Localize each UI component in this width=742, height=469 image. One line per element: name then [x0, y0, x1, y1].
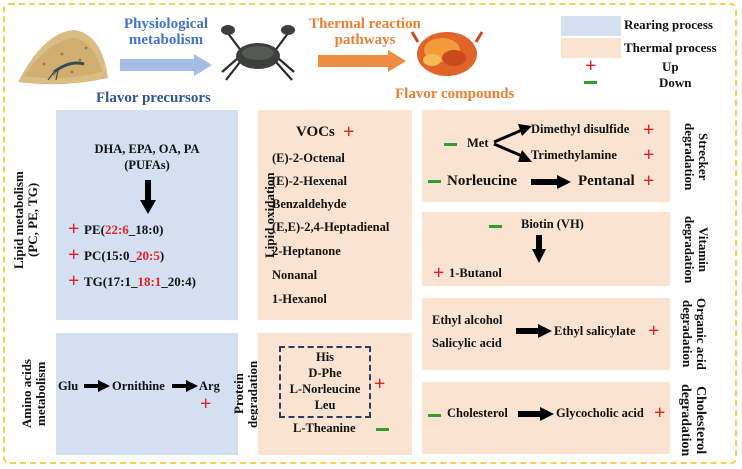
sand-shrimp-image: [14, 24, 110, 88]
voc-item: (E,E)-2,4-Heptadienal: [272, 220, 390, 234]
thermal-arrow: [318, 50, 406, 72]
legend-up-label: Up: [662, 59, 679, 74]
ethyl-salicylate-label: Ethyl salicylate: [554, 324, 636, 338]
legend-down-icon: [584, 81, 597, 84]
protein-up-icon: +: [374, 373, 386, 395]
voc-item: 1-Hexanol: [272, 292, 327, 306]
cholesterol-degradation-label: Cholesterol degradation: [678, 383, 708, 457]
dimethyl-up-icon: +: [643, 119, 655, 141]
pc-label: PC(15:0_20:5): [84, 248, 165, 263]
met-branch-arrows: [493, 124, 532, 162]
protein-item: His: [315, 350, 335, 364]
protein-item: L-Norleucine: [289, 382, 361, 396]
cholesterol-down-icon: [428, 414, 441, 417]
pentanal-label: Pentanal: [578, 173, 635, 189]
vitamin-box: [422, 212, 670, 286]
theanine-down-icon: [376, 428, 389, 431]
strecker-box: [422, 110, 670, 202]
crab-image: [218, 22, 300, 84]
glycocholic-up-icon: +: [654, 402, 666, 424]
legend-thermal-swatch: [561, 38, 621, 58]
strecker-degradation-label: Strecker degradation: [682, 123, 711, 191]
dashed-frame: [3, 3, 737, 464]
norleucine-label: Norleucine: [447, 173, 517, 189]
arg-label: Arg: [199, 379, 220, 393]
pe-up-icon: +: [68, 218, 80, 240]
amino-acids-box: [56, 333, 238, 455]
physiological-label: Physiological metabolism: [123, 16, 209, 48]
protein-item: D-Phe: [308, 366, 342, 380]
ornithine-label: Ornithine: [112, 379, 165, 393]
organic-arrow: [516, 324, 552, 338]
trimethylamine-up-icon: +: [643, 144, 655, 166]
norleucine-arrow: [531, 175, 571, 189]
salicylic-acid-label: Salicylic acid: [432, 336, 502, 350]
flavor-precursors-title: Flavor precursors: [96, 90, 211, 106]
pe-label: PE(22:6_18:0): [84, 222, 164, 237]
amino-acid-dashed-group: [279, 346, 371, 418]
cooked-crab-image: [410, 22, 484, 82]
rearing-arrow: [120, 54, 212, 76]
butanol-up-icon: +: [433, 262, 445, 284]
met-label: Met: [467, 136, 489, 150]
cholesterol-label: Cholesterol: [447, 406, 508, 420]
glycocholic-acid-label: Glycocholic acid: [556, 406, 644, 420]
legend-up-icon: +: [585, 55, 597, 77]
biotin-label: Biotin (VH): [521, 217, 584, 231]
ethyl-alcohol-label: Ethyl alcohol: [432, 313, 503, 327]
vitamin-degradation-label: Vitamin degradation: [682, 216, 711, 284]
lipid-metabolism-box: [56, 110, 238, 320]
legend-down-label: Down: [659, 75, 692, 90]
norleucine-down-icon: [428, 180, 441, 183]
pc-up-icon: +: [68, 244, 80, 266]
voc-item: Benzaldehyde: [272, 197, 347, 211]
legend-rearing-swatch: [561, 16, 621, 36]
flavor-compounds-title: Flavor compounds: [395, 86, 515, 102]
protein-item: Leu: [314, 398, 336, 412]
trimethylamine-label: Trimethylamine: [531, 148, 617, 162]
lipid-metabolism-label: Lipid metabolism (PC, PE, TG): [11, 171, 40, 269]
lipid-oxidation-box: [258, 110, 412, 320]
voc-item: (E)-2-Hexenal: [272, 174, 347, 188]
cholesterol-arrow: [518, 407, 554, 421]
pufa-line2: (PUFAs): [124, 158, 170, 172]
pufa-line1: DHA, EPA, OA, PA: [94, 142, 200, 156]
theanine-label: L-Theanine: [293, 421, 356, 435]
protein-degradation-label: Protein degradation: [231, 360, 260, 428]
butanol-label: 1-Butanol: [449, 266, 502, 280]
ornithine-arrow: [172, 380, 198, 392]
vocs-up-icon: +: [343, 121, 355, 143]
voc-item: 2-Heptanone: [272, 244, 341, 258]
pufa-down-arrow: [140, 180, 156, 214]
amino-acids-label: Amino acids metabolism: [19, 359, 48, 429]
tg-up-icon: +: [68, 270, 80, 292]
thermal-label: Thermal reaction pathways: [309, 16, 421, 48]
ethyl-salicylate-up-icon: +: [648, 320, 660, 342]
dimethyl-disulfide-label: Dimethyl disulfide: [531, 122, 630, 136]
biotin-down-arrow: [532, 235, 546, 263]
met-down-icon: [444, 143, 457, 146]
glu-label: Glu: [58, 379, 79, 393]
glu-arrow: [84, 380, 110, 392]
tg-label: TG(17:1_18:1_20:4): [84, 274, 196, 289]
legend-thermal-label: Thermal process: [624, 40, 717, 55]
legend-rearing-label: Rearing process: [624, 17, 713, 32]
organic-acid-degradation-label: Organic acid degradation: [680, 298, 709, 370]
vocs-label: VOCs: [296, 124, 335, 140]
pentanal-up-icon: +: [643, 170, 655, 192]
voc-item: Nonanal: [272, 268, 318, 282]
arg-up-icon: +: [200, 393, 212, 415]
protein-degradation-box: [258, 333, 412, 455]
biotin-down-icon: [489, 225, 502, 228]
voc-item: (E)-2-Octenal: [272, 151, 345, 165]
